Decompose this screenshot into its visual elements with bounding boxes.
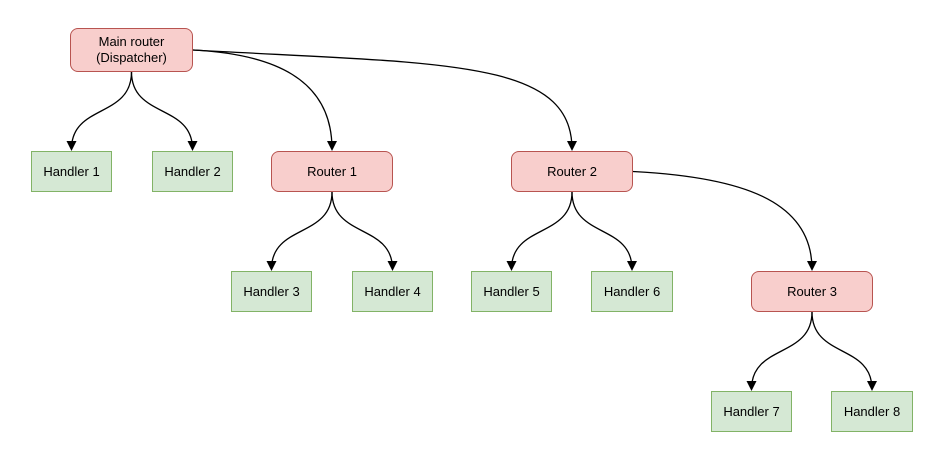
node-handler-3: Handler 3 [231,271,312,312]
edge-router-2-to-handler-6 [571,191,637,271]
edge-router-2-to-router-3 [632,170,817,271]
edge-main-router-to-handler-1 [66,71,133,151]
edge-router-1-to-handler-3 [266,191,333,271]
node-handler-7: Handler 7 [711,391,792,432]
node-handler-5: Handler 5 [471,271,552,312]
node-handler-2: Handler 2 [152,151,233,192]
node-main-router: Main router (Dispatcher) [70,28,193,72]
edge-router-1-to-handler-4 [331,191,398,271]
node-router-2: Router 2 [511,151,633,192]
node-router-1: Router 1 [271,151,393,192]
edge-router-2-to-handler-5 [506,191,573,271]
node-handler-6: Handler 6 [591,271,673,312]
edge-router-3-to-handler-8 [811,311,877,391]
node-handler-8: Handler 8 [831,391,913,432]
edge-main-router-to-router-1 [192,49,337,151]
node-handler-1: Handler 1 [31,151,112,192]
node-handler-4: Handler 4 [352,271,433,312]
node-router-3: Router 3 [751,271,873,312]
edge-router-3-to-handler-7 [746,311,813,391]
edge-main-router-to-router-2 [192,49,577,151]
edge-main-router-to-handler-2 [130,71,198,151]
